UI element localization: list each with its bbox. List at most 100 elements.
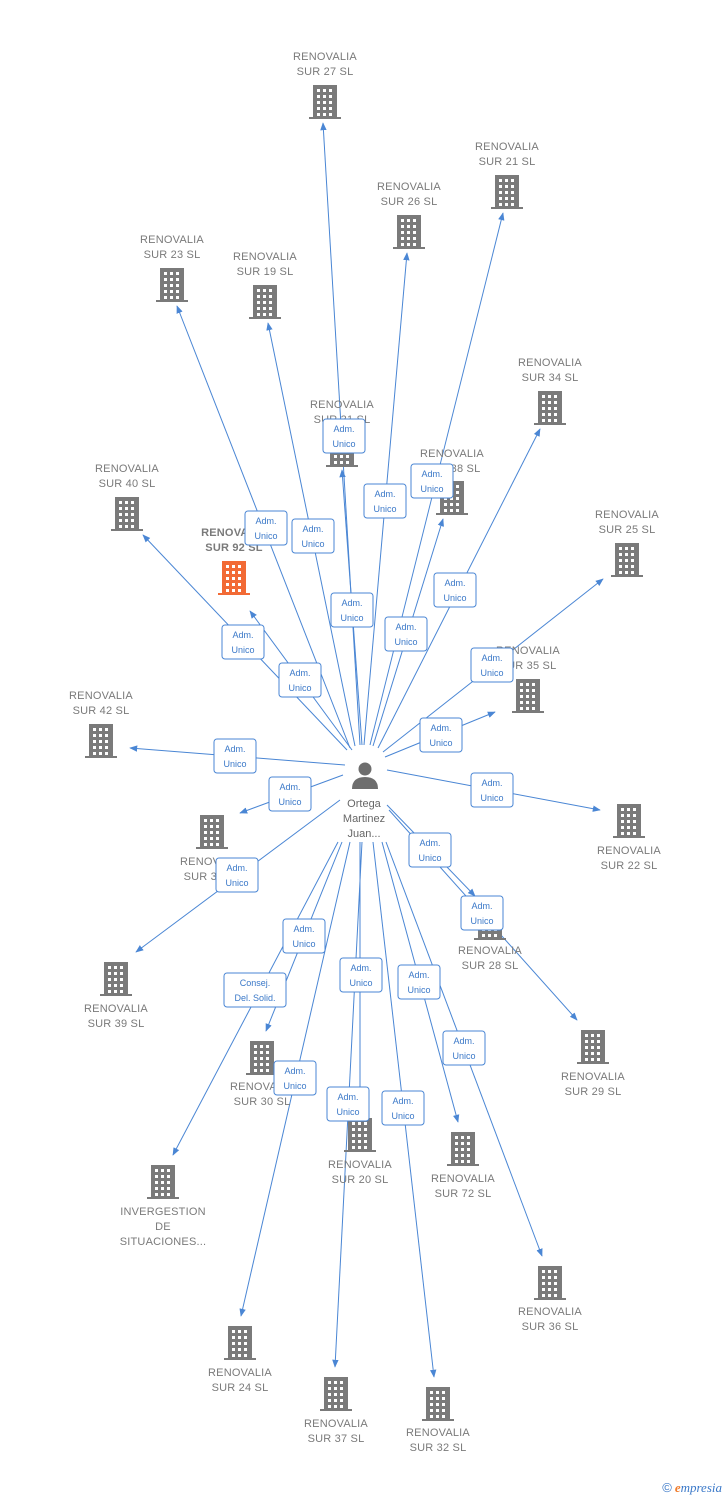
company-label-line: SUR 34 SL: [522, 372, 579, 384]
relation-label-line: Adm.: [419, 838, 440, 848]
building-icon: [320, 1377, 352, 1411]
relation-label-sur72[interactable]: Adm.Unico: [397, 964, 441, 1000]
relation-label-sur24[interactable]: Adm.Unico: [273, 1060, 317, 1096]
company-label-line: SUR 23 SL: [144, 249, 201, 261]
relation-label-sur36[interactable]: Adm.Unico: [442, 1030, 486, 1066]
building-icon: [393, 215, 425, 249]
relation-label-sur34[interactable]: Adm.Unico: [433, 572, 477, 608]
relation-label-sur28[interactable]: Adm. Unico: [408, 832, 452, 868]
relation-label-sur39[interactable]: Adm. Unico: [215, 857, 259, 893]
company-node-sur34[interactable]: RENOVALIA SUR 34 SL: [518, 357, 582, 425]
company-label-line: RENOVALIA: [293, 51, 357, 63]
company-label-line: SUR 27 SL: [297, 66, 354, 78]
person-node[interactable]: Ortega Martinez Juan...: [343, 762, 385, 841]
relation-label-sur40[interactable]: Adm.Unico: [221, 624, 265, 660]
relation-label-line: Unico: [332, 439, 355, 449]
person-name-line-1: Ortega: [347, 798, 382, 810]
company-node-sur27[interactable]: RENOVALIA SUR 27 SL: [293, 51, 357, 119]
relation-label-line: Adm.: [284, 1066, 305, 1076]
relation-label-sur42[interactable]: Adm.Unico: [213, 738, 257, 774]
relation-label-sur35[interactable]: Adm.Unico: [419, 717, 463, 753]
relation-label-sur19[interactable]: Adm.Unico: [291, 518, 335, 554]
edges-layer: [129, 122, 604, 1378]
relation-label-sur27[interactable]: Adm.Unico: [322, 418, 366, 454]
building-icon: [512, 679, 544, 713]
company-node-sur29[interactable]: RENOVALIA SUR 29 SL: [561, 1030, 625, 1098]
relation-label-sur26[interactable]: Adm.Unico: [363, 483, 407, 519]
building-icon: [613, 804, 645, 838]
company-label-line: RENOVALIA: [310, 399, 374, 411]
relation-label-sur32[interactable]: Adm.Unico: [381, 1090, 425, 1126]
relation-label-line: Unico: [418, 853, 441, 863]
building-icon: [611, 543, 643, 577]
relation-label-line: Unico: [288, 683, 311, 693]
relation-label-line: Adm.: [421, 469, 442, 479]
relation-label-sur29[interactable]: Adm.Unico: [460, 895, 504, 931]
relation-label-line: Adm.: [226, 863, 247, 873]
relation-label-sur31[interactable]: Adm.Unico: [330, 592, 374, 628]
company-label-line: RENOVALIA: [304, 1418, 368, 1430]
relation-label-sur25[interactable]: Adm.Unico: [470, 647, 514, 683]
relation-label-line: Adm.: [293, 924, 314, 934]
relation-label-line: Adm.: [302, 524, 323, 534]
company-label-line: RENOVALIA: [140, 234, 204, 246]
company-label-line: RENOVALIA: [84, 1003, 148, 1015]
relation-label-sur92[interactable]: Adm.Unico: [278, 662, 322, 698]
relation-label-sur22[interactable]: Adm.Unico: [470, 772, 514, 808]
relation-label-sur37[interactable]: Adm.Unico: [326, 1086, 370, 1122]
company-label-line: RENOVALIA: [518, 357, 582, 369]
company-node-inverg[interactable]: INVERGESTIONDESITUACIONES...: [120, 1165, 207, 1248]
brand-logo-initial: e: [674, 1480, 681, 1495]
relation-label-line: Unico: [254, 531, 277, 541]
relation-label-sur23[interactable]: Adm.Unico: [244, 510, 288, 546]
relation-label-sur21[interactable]: Adm.Unico: [410, 463, 454, 499]
person-icon: [352, 762, 378, 789]
company-label-line: SUR 29 SL: [565, 1086, 622, 1098]
relation-label-sur38[interactable]: Adm.Unico: [384, 616, 428, 652]
building-icon: [147, 1165, 179, 1199]
company-label-line: SUR 25 SL: [599, 524, 656, 536]
relation-label-sur20[interactable]: Adm.Unico: [339, 957, 383, 993]
building-icon: [422, 1387, 454, 1421]
relation-label-line: Unico: [394, 637, 417, 647]
brand-footer[interactable]: ©empresia: [662, 1480, 722, 1496]
relation-label-sur30[interactable]: Adm.Unico: [282, 918, 326, 954]
relation-label-line: Unico: [480, 668, 503, 678]
relation-label-line: Unico: [225, 878, 248, 888]
company-label-line: RENOVALIA: [208, 1367, 272, 1379]
brand-logo-text: mpresia: [680, 1480, 722, 1495]
relation-label-sur33[interactable]: Adm.Unico: [268, 776, 312, 812]
company-node-sur23[interactable]: RENOVALIA SUR 23 SL: [140, 234, 204, 302]
company-label-line: RENOVALIA: [458, 945, 522, 957]
relation-label-line: Unico: [223, 759, 246, 769]
building-icon: [246, 1041, 278, 1075]
relation-label-line: Adm.: [444, 578, 465, 588]
company-label-line: RENOVALIA: [561, 1071, 625, 1083]
person-name-line-2: Martinez: [343, 813, 385, 825]
company-label-line: RENOVALIA: [328, 1159, 392, 1171]
company-label-line: RENOVALIA: [518, 1306, 582, 1318]
relation-label-line: Adm.: [481, 778, 502, 788]
company-label-line: RENOVALIA: [420, 448, 484, 460]
company-label-line: RENOVALIA: [233, 251, 297, 263]
copyright-symbol: ©: [662, 1480, 672, 1495]
relation-label-inverg[interactable]: Consej.Del. Solid.: [223, 972, 287, 1008]
relation-label-line: Unico: [452, 1051, 475, 1061]
relation-label-line: Unico: [470, 916, 493, 926]
